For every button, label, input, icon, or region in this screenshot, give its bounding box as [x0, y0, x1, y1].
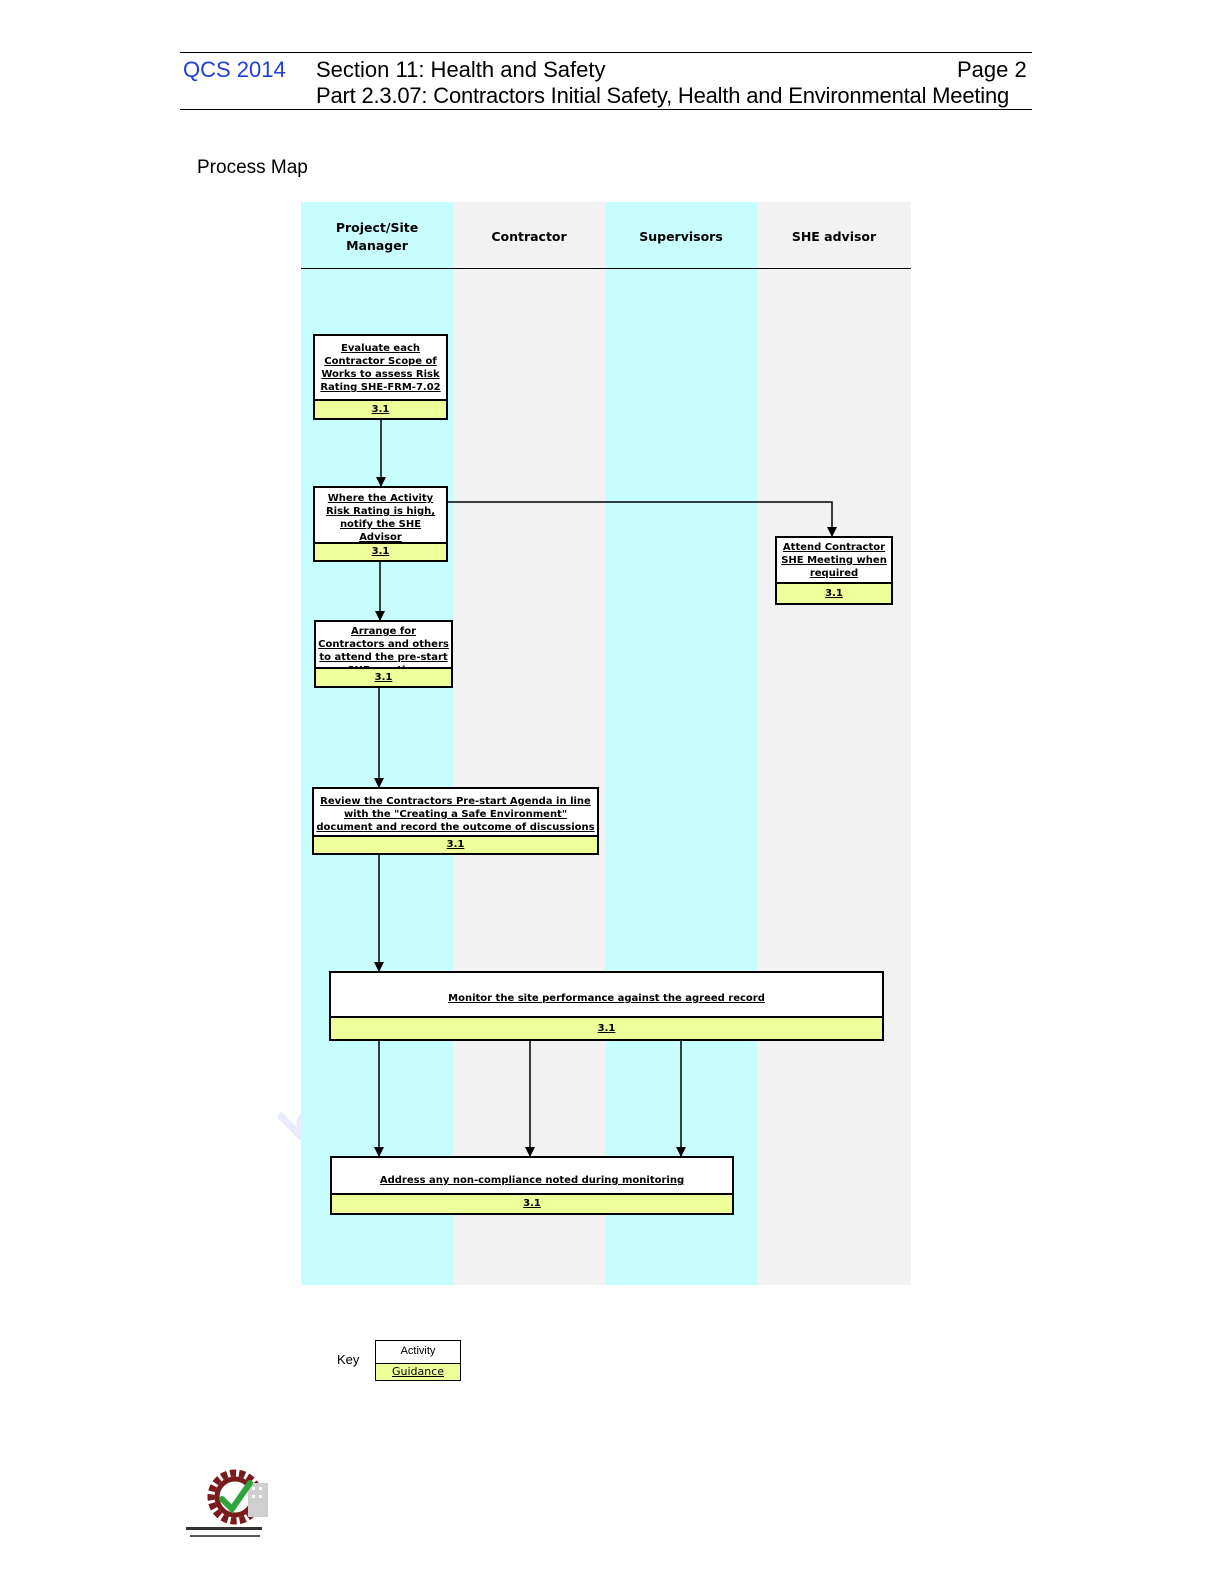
guidance-link[interactable]: 3.1 [331, 1016, 882, 1039]
lane-supervisors [605, 202, 757, 1285]
activity-arrange-prestart-meeting: Arrange for Contractors and others to at… [314, 620, 453, 688]
lane-title-contractor: Contractor [491, 229, 567, 244]
activity-text: Review the Contractors Pre-start Agenda … [316, 796, 595, 833]
key-label: Key [337, 1352, 360, 1367]
lane-she-advisor [757, 202, 911, 1285]
activity-text: Evaluate each Contractor Scope of Works … [320, 343, 441, 393]
activity-text: Monitor the site performance against the… [448, 993, 765, 1004]
page-number: Page 2 [957, 57, 1027, 82]
header-top-rule [180, 52, 1032, 53]
lane-title-she-advisor: SHE advisor [791, 229, 877, 244]
guidance-link[interactable]: 3.1 [315, 399, 446, 418]
lane-title-supervisors: Supervisors [639, 229, 723, 244]
qcs-logo [186, 1469, 268, 1537]
page-title: Process Map [197, 157, 308, 178]
guidance-link[interactable]: 3.1 [314, 835, 597, 853]
lane-header-divider [301, 268, 911, 269]
key-guidance-label: Guidance [376, 1363, 460, 1380]
activity-text: Where the Activity Risk Rating is high, … [325, 493, 436, 543]
lane-title-project-site-manager: Project/Site Manager [335, 220, 419, 253]
activity-text: Attend Contractor SHE Meeting when requi… [781, 542, 887, 579]
guidance-link[interactable]: 3.1 [316, 667, 451, 686]
lane-contractor [453, 202, 605, 1285]
activity-evaluate-scope: Evaluate each Contractor Scope of Works … [313, 334, 448, 420]
activity-address-noncompliance: Address any non-compliance noted during … [330, 1156, 734, 1215]
header-bottom-rule [180, 109, 1032, 110]
key-legend-box: Activity Guidance [375, 1340, 461, 1381]
activity-text: Address any non-compliance noted during … [379, 1175, 685, 1186]
section-title: Section 11: Health and Safety [316, 57, 606, 82]
guidance-link[interactable]: 3.1 [315, 542, 446, 560]
guidance-link[interactable]: 3.1 [777, 582, 891, 603]
activity-attend-she-meeting: Attend Contractor SHE Meeting when requi… [775, 536, 893, 605]
part-title: Part 2.3.07: Contractors Initial Safety,… [316, 83, 1010, 108]
guidance-link[interactable]: 3.1 [332, 1193, 732, 1213]
activity-review-prestart-agenda: Review the Contractors Pre-start Agenda … [312, 787, 599, 855]
key-activity-label: Activity [400, 1345, 436, 1357]
activity-monitor-site-performance: Monitor the site performance against the… [329, 971, 884, 1041]
document-code: QCS 2014 [183, 57, 286, 82]
activity-notify-she-advisor: Where the Activity Risk Rating is high, … [313, 486, 448, 562]
